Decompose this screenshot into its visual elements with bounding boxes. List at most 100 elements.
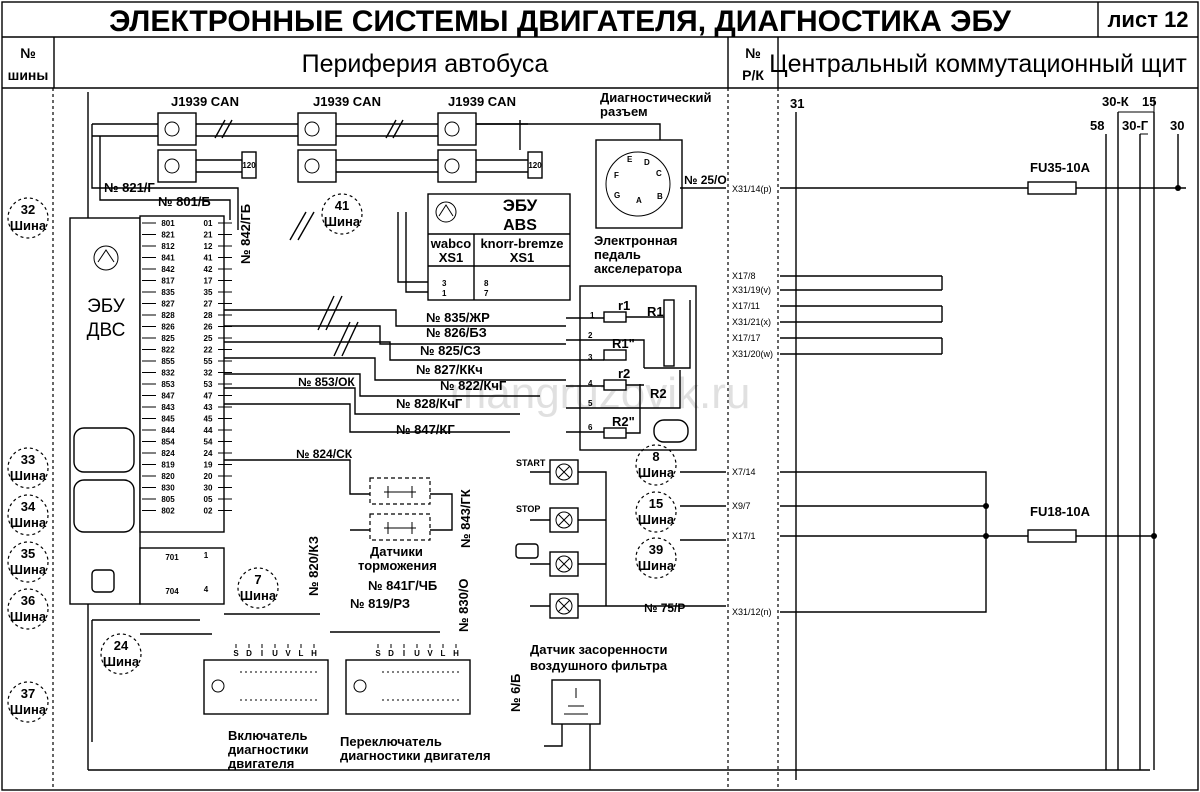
ecu-pin-left: 854 <box>161 438 175 447</box>
rk-terminal-label: X7/14 <box>732 467 756 477</box>
ecu-pin-right: 26 <box>204 323 213 332</box>
svg-text:7: 7 <box>254 572 261 587</box>
brake-sensors: Датчики торможения <box>224 459 453 573</box>
ecu-engine-label-2: ДВС <box>87 320 126 341</box>
col-bus-no: № <box>20 45 36 61</box>
ecu-pin-left: 817 <box>161 277 175 286</box>
svg-text:41: 41 <box>335 198 349 213</box>
svg-text:Шина: Шина <box>10 609 47 624</box>
svg-text:Шина: Шина <box>10 702 47 717</box>
ecu-pin-right: 22 <box>204 346 213 355</box>
ecu-pin-right: 32 <box>204 369 213 378</box>
abs-wabco-xs1: XS1 <box>439 250 464 265</box>
svg-text:Шина: Шина <box>10 468 47 483</box>
indicator-lamps: START STOP <box>515 458 726 619</box>
central-panel: 31 30-К 15 58 30-Г 30 FU35-10A FU18-10A <box>780 94 1186 780</box>
switch2-terminal: S <box>375 649 381 658</box>
switch1-terminal: I <box>261 649 263 658</box>
ecu-pin-left: 821 <box>161 231 175 240</box>
wire-label-75: № 75/Р <box>644 601 685 615</box>
svg-text:Шина: Шина <box>10 218 47 233</box>
ecu-pin-right: 25 <box>204 334 213 343</box>
wire-label-822: № 822/КчГ <box>440 378 507 393</box>
svg-text:34: 34 <box>21 499 36 514</box>
svg-text:6: 6 <box>588 423 593 432</box>
wire-label-841: № 841Г/ЧБ <box>368 578 437 593</box>
svg-text:R2: R2 <box>650 386 667 401</box>
ecu-pin-left: 820 <box>161 472 175 481</box>
fuse-fu35: FU35-10A <box>1030 160 1091 175</box>
ecu-pin-left: 827 <box>161 300 175 309</box>
ecu-pin-left: 841 <box>161 254 175 263</box>
wire-label-825: № 825/СЗ <box>420 343 481 358</box>
sheet-number: лист 12 <box>1107 7 1188 32</box>
fuse-fu18: FU18-10A <box>1030 504 1091 519</box>
aux-pin: 4 <box>204 585 209 594</box>
can-label-3: J1939 CAN <box>448 94 516 109</box>
abs-wabco: wabco <box>430 236 472 251</box>
filter-label-1: Датчик засоренности <box>530 642 667 657</box>
section-periphery: Периферия автобуса <box>302 50 549 78</box>
ecu-engine-label-1: ЭБУ <box>87 296 126 317</box>
wire-label-835: № 835/ЖР <box>426 310 490 325</box>
ecu-pin-left: 842 <box>161 265 175 274</box>
bus-30k: 30-К <box>1102 94 1129 109</box>
wire-label-820: № 820/КЗ <box>306 536 321 596</box>
wire-label-830: № 830/О <box>456 578 471 632</box>
col-rk-no: № <box>745 45 761 61</box>
svg-text:32: 32 <box>21 202 35 217</box>
diagnostic-connector: Диагностический разъем E D C F G A B Эле… <box>520 90 727 276</box>
switch2-terminal: D <box>388 649 394 658</box>
switch1-terminal: U <box>272 649 278 658</box>
ecu-pin-left: 843 <box>161 403 175 412</box>
ecu-pin-left: 812 <box>161 242 175 251</box>
switch1-label-1: Включатель <box>228 728 308 743</box>
wire-label-827: № 827/ККч <box>416 362 483 377</box>
wire-label-824: № 824/СК <box>296 447 353 461</box>
section-central-panel: Центральный коммутационный щит <box>769 50 1187 78</box>
svg-text:r1: r1 <box>618 298 630 313</box>
svg-text:7: 7 <box>484 289 489 298</box>
ecu-pin-left: 824 <box>161 449 175 458</box>
wire-label-842: № 842/ГБ <box>238 204 253 264</box>
svg-text:Шина: Шина <box>240 588 277 603</box>
svg-text:R1": R1" <box>612 336 635 351</box>
switch1-label-2: диагностики <box>228 742 309 757</box>
ecu-pin-left: 847 <box>161 392 175 401</box>
switch2-terminal: I <box>403 649 405 658</box>
rk-terminals: X31/14(p)X17/8X31/19(v)X17/11X31/21(x)X1… <box>732 184 773 617</box>
rk-terminal-label: X17/1 <box>732 531 756 541</box>
svg-text:Шина: Шина <box>103 654 140 669</box>
rk-terminal-label: X17/8 <box>732 271 756 281</box>
switch2-terminal: V <box>427 649 433 658</box>
ecu-pin-right: 47 <box>204 392 213 401</box>
ecu-pin-right: 43 <box>204 403 213 412</box>
abs-knorr-xs1: XS1 <box>510 250 535 265</box>
ecu-pin-left: 835 <box>161 288 175 297</box>
rk-terminal-label: X31/19(v) <box>732 285 771 295</box>
ecu-pin-right: 12 <box>204 242 213 251</box>
can-connectors: J1939 CAN J1939 CAN J1939 CAN 120 120 <box>91 94 543 230</box>
air-filter-sensor: Датчик засоренности воздушного фильтра <box>530 642 668 770</box>
switch2-label-1: Переключатель <box>340 734 442 749</box>
svg-text:24: 24 <box>114 638 129 653</box>
ecu-pin-left: 805 <box>161 495 175 504</box>
ecu-pin-right: 17 <box>204 277 213 286</box>
switch2-label-2: диагностики двигателя <box>340 748 491 763</box>
switch2-terminal: H <box>453 649 459 658</box>
switch1-terminal: D <box>246 649 252 658</box>
ecu-pin-left: 853 <box>161 380 175 389</box>
svg-text:8: 8 <box>484 279 489 288</box>
ecu-pin-left: 830 <box>161 484 175 493</box>
svg-text:C: C <box>656 169 662 178</box>
ecu-pin-right: 01 <box>204 219 213 228</box>
